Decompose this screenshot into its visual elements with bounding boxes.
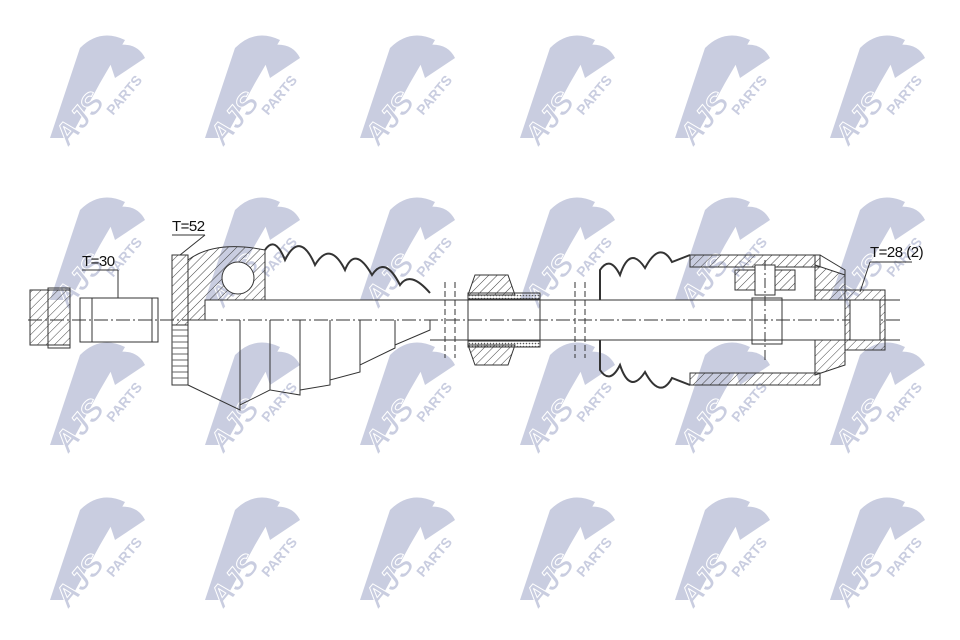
watermark-logo: AJS PARTS (665, 335, 785, 465)
watermark-logo: AJS PARTS (350, 28, 470, 158)
watermark-logo: AJS PARTS (40, 490, 160, 620)
label-t30: T=30 (82, 253, 115, 270)
outer-stub-shaft (79, 297, 159, 343)
watermark-logo: AJS PARTS (820, 28, 940, 158)
label-t28: T=28 (2) (870, 244, 924, 261)
watermark-logo: AJS PARTS (40, 335, 160, 465)
abs-ring (171, 324, 189, 386)
watermark-logo: AJS PARTS (510, 190, 630, 320)
cv-ball (221, 261, 255, 295)
watermark-logo: AJS PARTS (665, 490, 785, 620)
watermark-logo: AJS PARTS (350, 190, 470, 320)
watermark-logo: AJS PARTS (510, 490, 630, 620)
label-t52: T=52 (172, 218, 205, 235)
watermark-logo: AJS PARTS (195, 28, 315, 158)
outer-nut (29, 287, 71, 349)
flange (171, 254, 189, 326)
watermark-logo: AJS PARTS (350, 490, 470, 620)
outer-boot (264, 243, 431, 294)
watermark-logo: AJS PARTS (40, 28, 160, 158)
watermark-logo: AJS PARTS (350, 335, 470, 465)
inner-tripod-housing (689, 254, 886, 386)
watermark-logo: AJS PARTS (510, 28, 630, 158)
inner-boot-bottom (599, 340, 691, 389)
inner-boot-top (599, 251, 691, 300)
watermark-logo: AJS PARTS (820, 490, 940, 620)
watermark-logo: AJS PARTS (665, 28, 785, 158)
watermark-logo: AJS PARTS (195, 490, 315, 620)
damper (467, 274, 541, 366)
watermark-logo: AJS PARTS (820, 335, 940, 465)
outer-cv-lower (187, 320, 241, 411)
watermark-logo: AJS PARTS (510, 335, 630, 465)
